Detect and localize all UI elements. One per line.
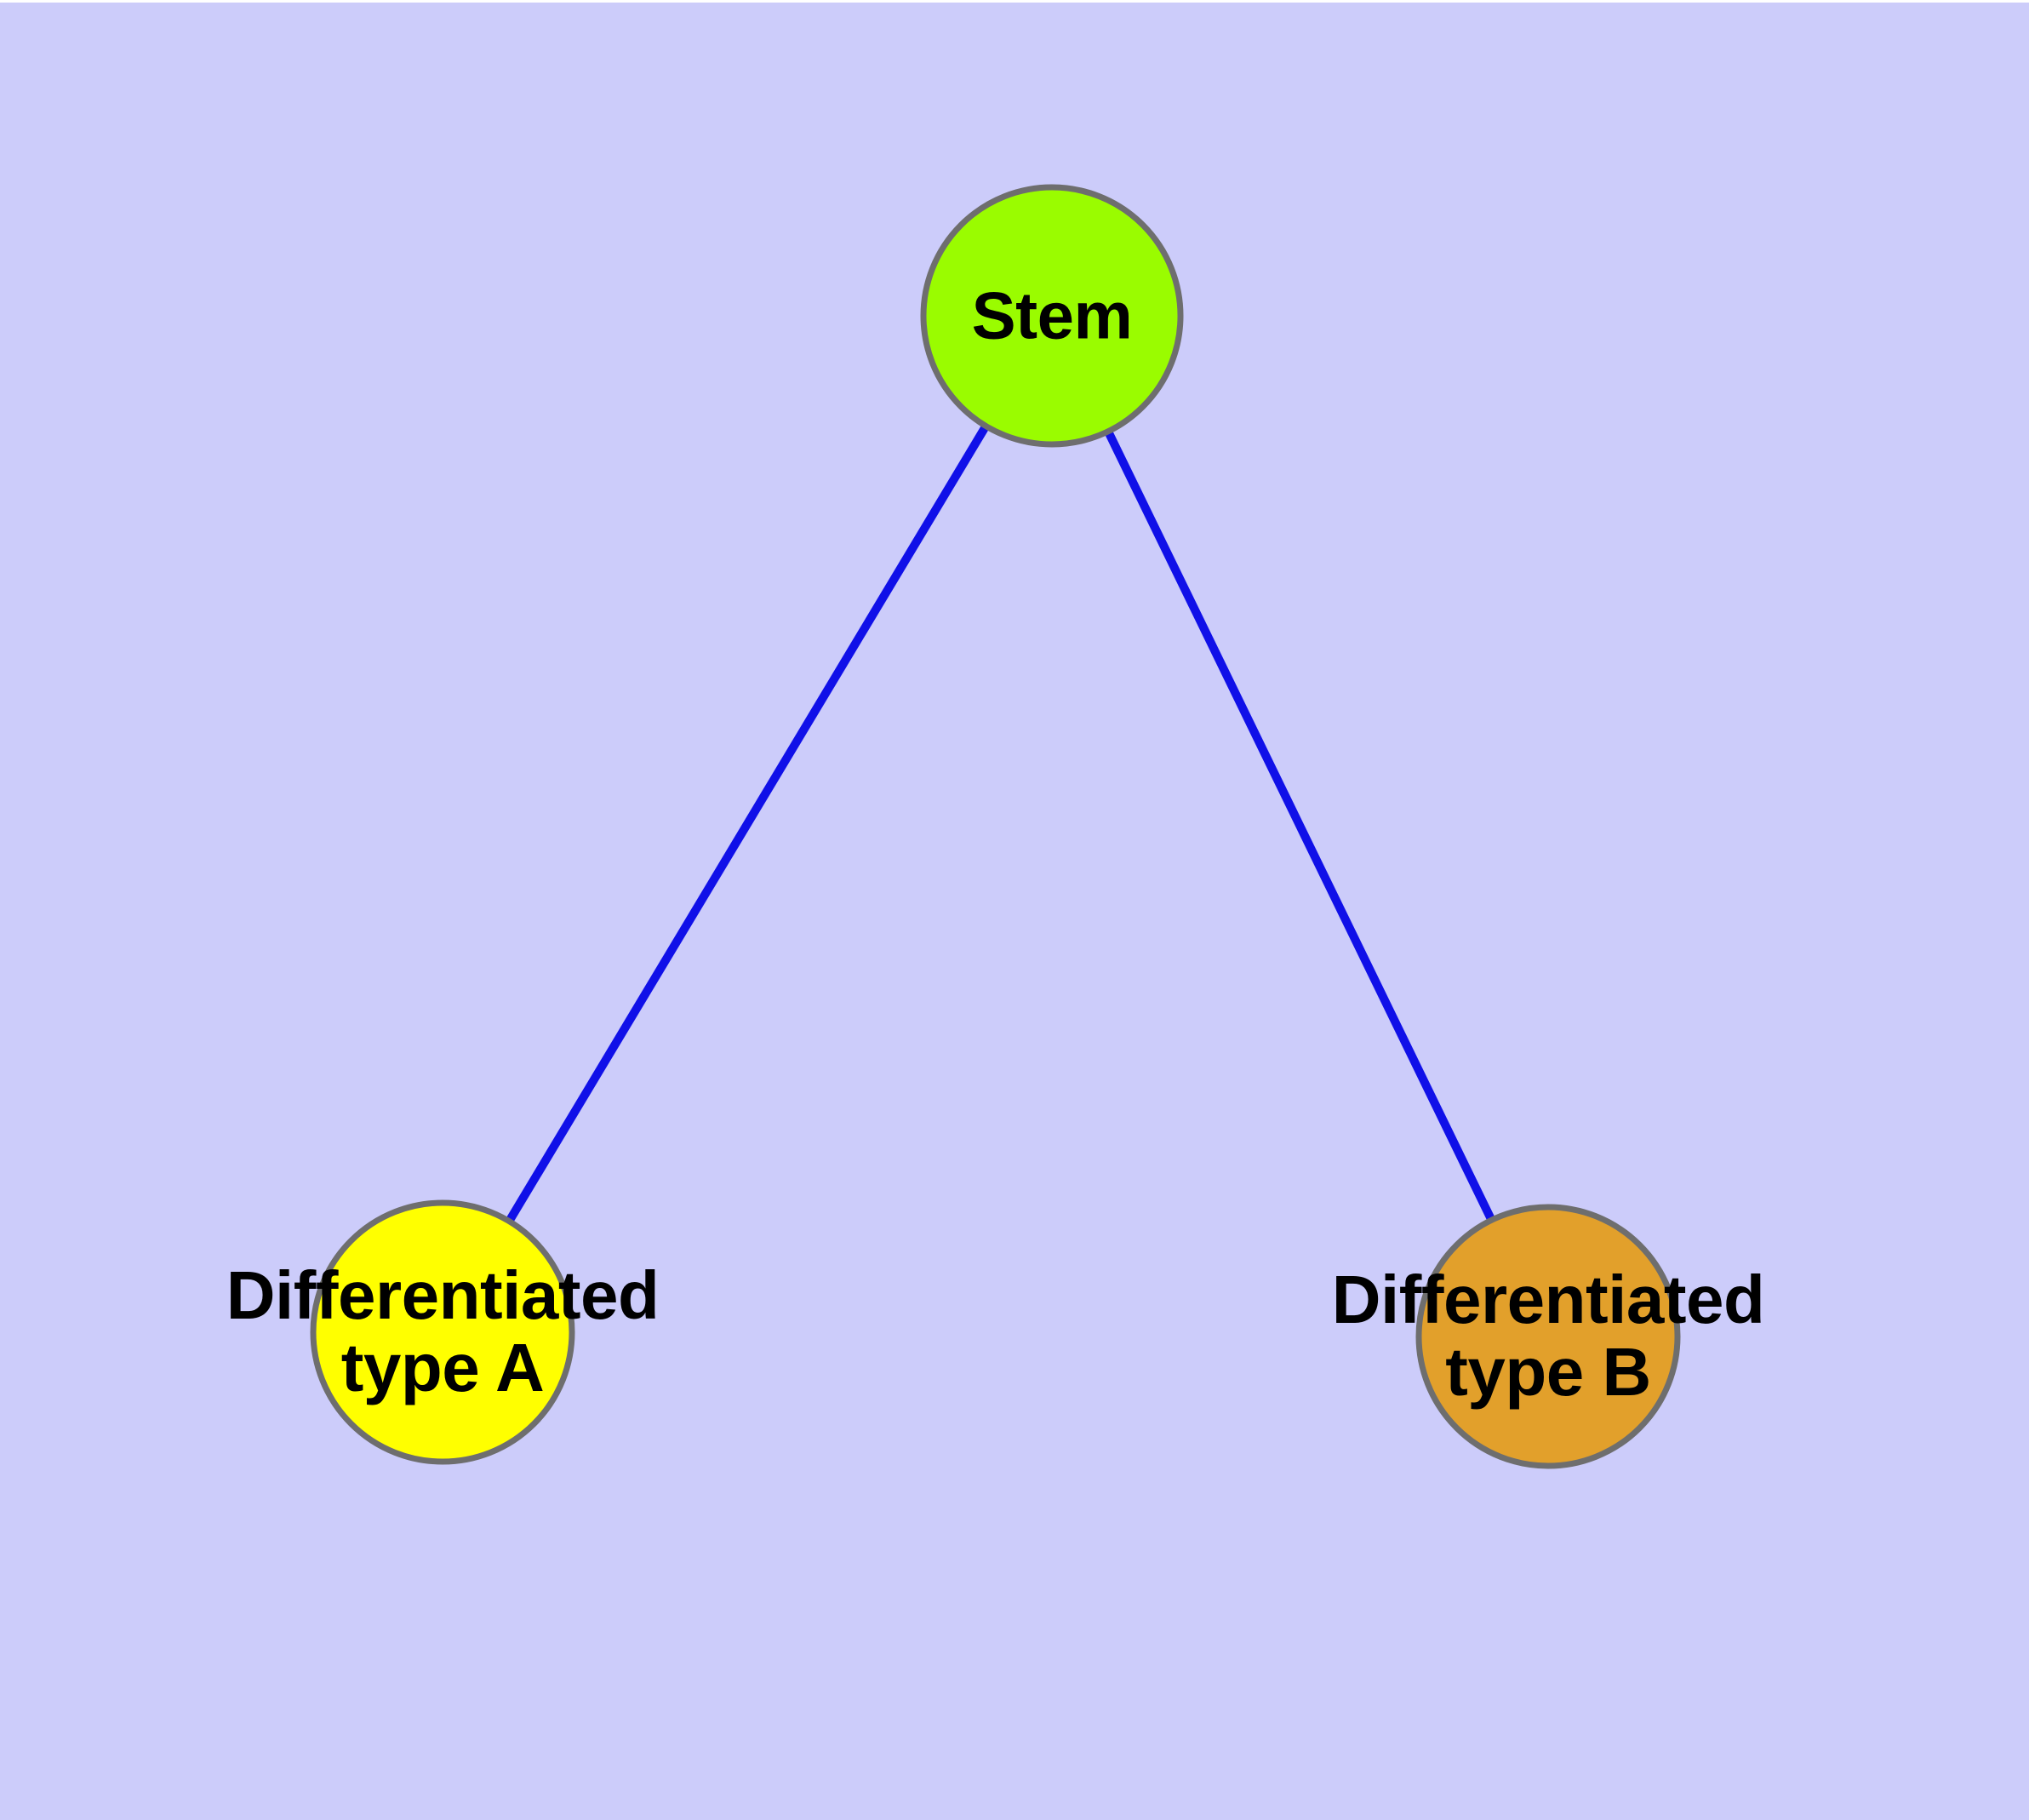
node-differentiated-type-a[interactable] bbox=[310, 1199, 575, 1465]
edge-stem-to-differentiated-type-a[interactable] bbox=[438, 313, 1056, 1335]
node-differentiated-type-b[interactable] bbox=[1415, 1204, 1681, 1469]
node-stem[interactable] bbox=[920, 184, 1184, 448]
edge-layer bbox=[438, 313, 1552, 1339]
edge-stem-to-differentiated-type-b[interactable] bbox=[1048, 313, 1552, 1339]
node-layer bbox=[310, 184, 1681, 1469]
